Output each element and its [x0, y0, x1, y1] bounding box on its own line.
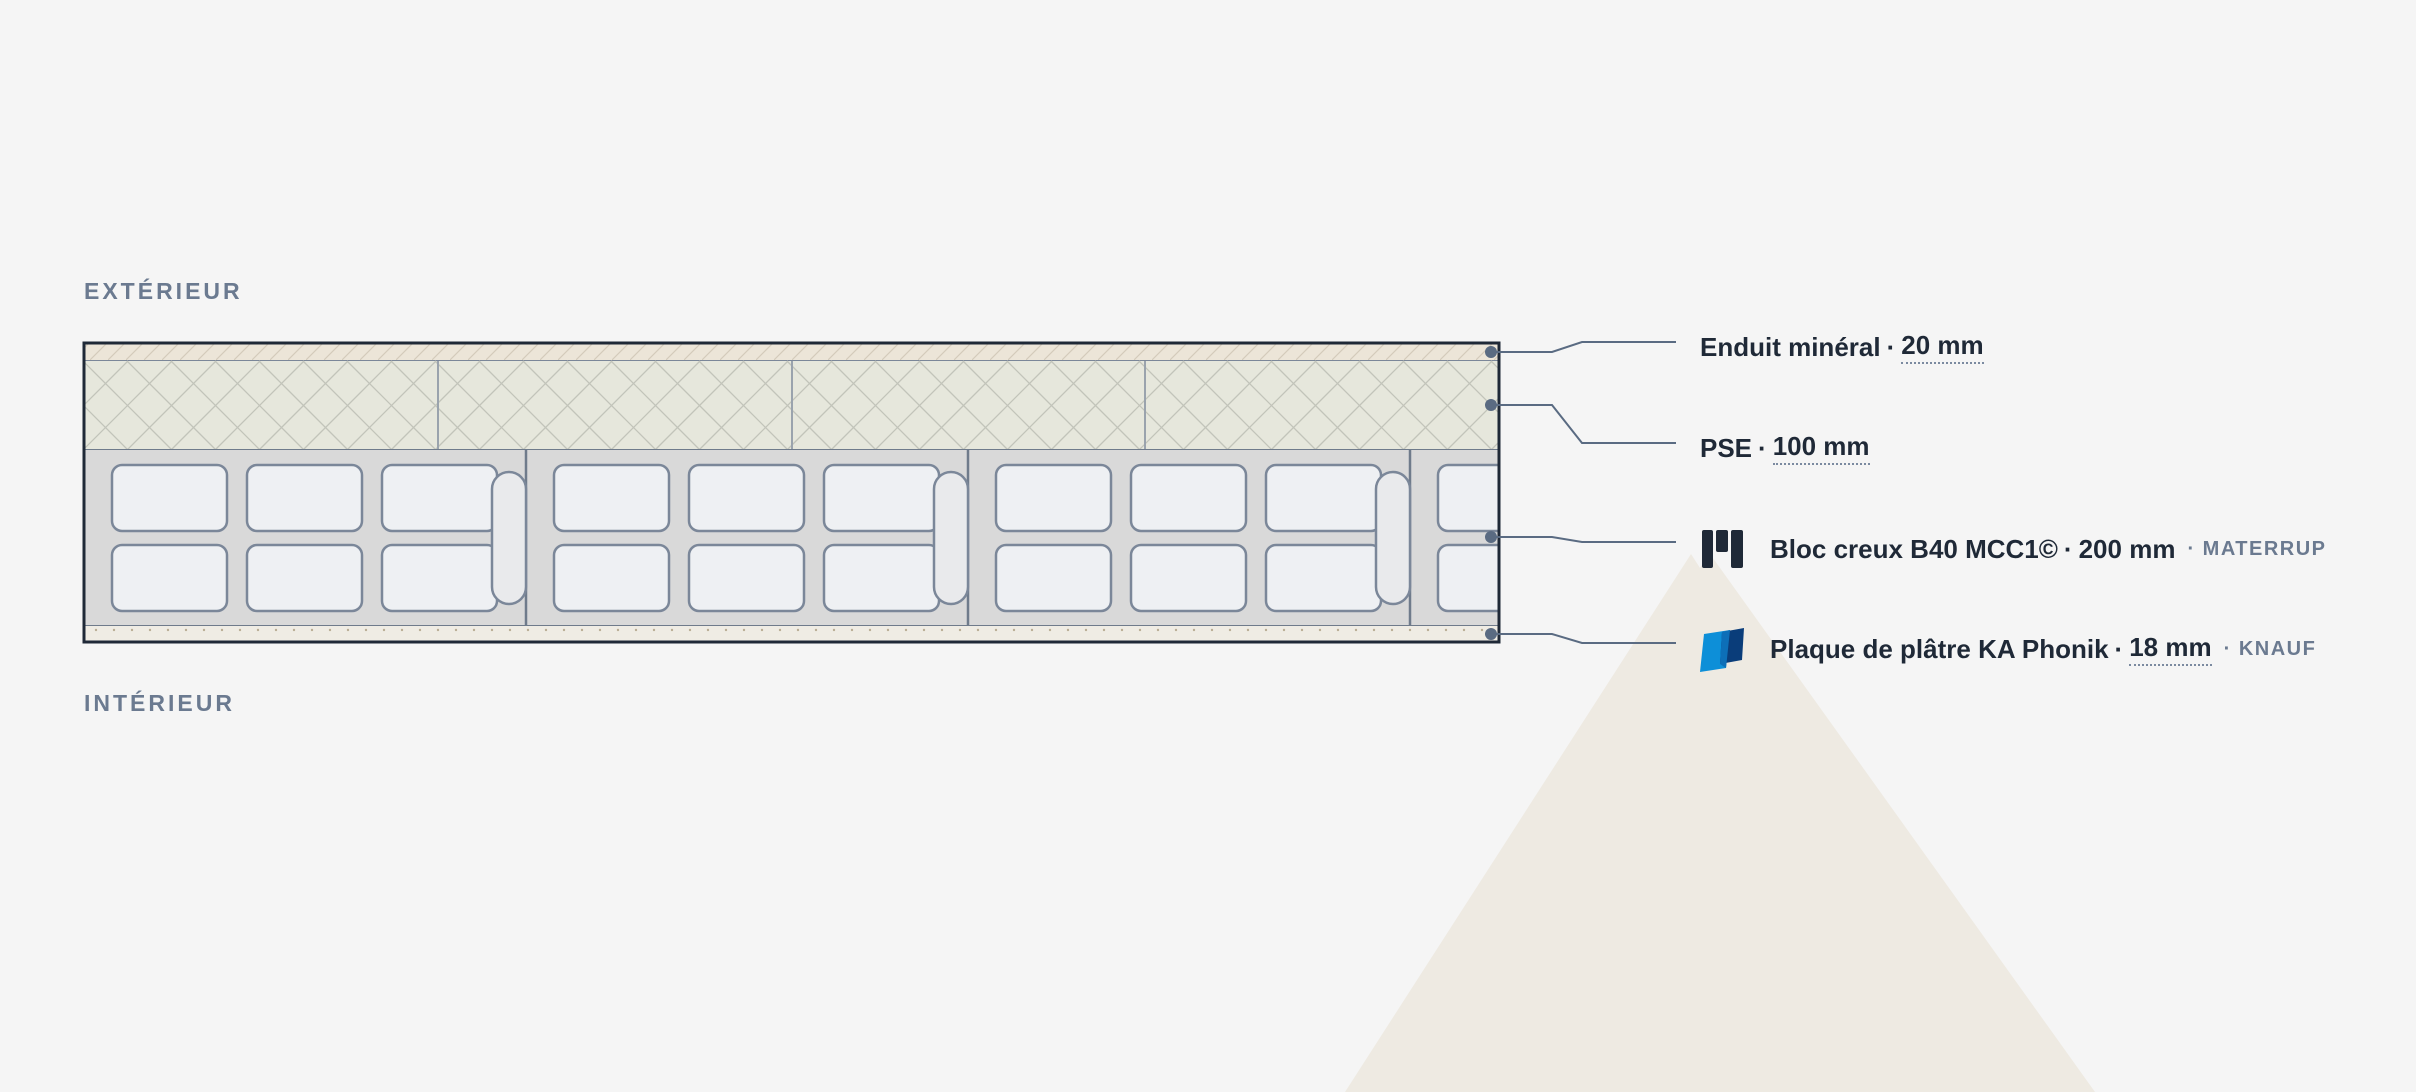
- block-cavity: [380, 463, 499, 533]
- hatch-line: [214, 360, 305, 451]
- leader-dot: [1485, 399, 1497, 411]
- block-cavity: [687, 543, 806, 613]
- leader-insulation: [1491, 404, 1676, 444]
- block-cavity: [245, 463, 364, 533]
- block-cavity: [822, 463, 941, 533]
- block-cavity: [1436, 543, 1499, 613]
- hatch-line: [1579, 361, 1668, 450]
- hatch-line: [698, 360, 789, 451]
- block-cavity: [552, 543, 671, 613]
- block-cavity: [110, 463, 229, 533]
- hatch-line: [478, 360, 569, 451]
- block-cavity: [110, 543, 229, 613]
- hatch-line: [1094, 360, 1185, 451]
- block-cavity: [1264, 463, 1383, 533]
- hatch-line: [346, 360, 437, 451]
- interior-label: INTÉRIEUR: [84, 690, 235, 716]
- hatch-line: [126, 360, 217, 451]
- hatch-line: [170, 360, 261, 451]
- hatch-line: [962, 360, 1053, 451]
- block-cavity: [994, 463, 1113, 533]
- hatch-line: [1314, 360, 1405, 451]
- insulation-crosshatch: [84, 360, 1668, 451]
- knauf-logo-icon: [1700, 626, 1746, 672]
- layer-name: PSE: [1700, 432, 1753, 463]
- block-cavity: [1129, 543, 1248, 613]
- materrup-logo-icon: [1700, 526, 1746, 572]
- joint-cavity: [932, 470, 970, 606]
- hatch-line: [390, 360, 481, 451]
- joint-cavity: [490, 470, 528, 606]
- hatch-line: [84, 449, 85, 450]
- block-cavity: [380, 543, 499, 613]
- hatch-line: [84, 360, 129, 406]
- separator: ·: [2063, 533, 2073, 564]
- hatch-line: [566, 360, 657, 451]
- layer-name: Bloc creux B40 MCC1©: [1770, 533, 2058, 564]
- layer-thickness: 100 mm: [1772, 431, 1870, 465]
- separator: ·: [1758, 432, 1767, 463]
- hatch-line: [302, 360, 393, 451]
- block-cavity: [1436, 463, 1499, 533]
- brand-label: · KNAUF: [2223, 637, 2317, 660]
- block-cavity: [1264, 543, 1383, 613]
- hatch-line: [786, 360, 877, 451]
- hatch-line: [918, 360, 1009, 451]
- block-cavity: [245, 543, 364, 613]
- hatch-line: [434, 360, 525, 451]
- hatch-line: [84, 361, 173, 451]
- layer-label-block: Bloc creux B40 MCC1© · 200 mm · MATERRUP: [1700, 526, 2327, 572]
- block-cavity: [552, 463, 671, 533]
- hatch-line: [1138, 360, 1229, 451]
- hatch-line: [1006, 360, 1097, 451]
- layer-label-plasterboard: Plaque de plâtre KA Phonik · 18 mm · KNA…: [1700, 626, 2316, 672]
- render-hatch: [84, 343, 1499, 361]
- hatch-line: [1050, 360, 1141, 451]
- hatch-line: [84, 361, 85, 362]
- layer-thickness: 200 mm: [2078, 533, 2176, 564]
- hatch-line: [1226, 360, 1317, 451]
- layer-thickness: 18 mm: [2129, 632, 2212, 666]
- hatch-line: [742, 360, 833, 451]
- hatch-line: [1182, 360, 1273, 451]
- layer-thickness: 20 mm: [1901, 330, 1984, 364]
- layer-label-render: Enduit minéral · 20 mm: [1700, 330, 1984, 364]
- hatch-line: [654, 360, 745, 451]
- layer-name: Enduit minéral: [1700, 331, 1881, 362]
- leader-dot: [1485, 628, 1497, 640]
- exterior-label: EXTÉRIEUR: [84, 278, 243, 304]
- separator: ·: [2114, 633, 2124, 664]
- wall-outline: [82, 341, 1501, 644]
- block-cavity: [687, 463, 806, 533]
- hatch-line: [84, 405, 129, 451]
- plasterboard-texture: [84, 626, 1499, 642]
- leader-block: [1491, 536, 1676, 543]
- hatch-line: [258, 360, 349, 451]
- leader-dot: [1485, 531, 1497, 543]
- block-cavity: [822, 543, 941, 613]
- block-cavity: [994, 543, 1113, 613]
- layer-name: Plaque de plâtre KA Phonik: [1770, 633, 2109, 664]
- hatch-line: [522, 360, 613, 451]
- block-cavity: [1129, 463, 1248, 533]
- block-cavity: [1708, 465, 1823, 531]
- block-cavity: [1573, 465, 1688, 531]
- hatch-line: [874, 360, 965, 451]
- brand-label: · MATERRUP: [2187, 537, 2327, 560]
- leader-plasterboard: [1491, 633, 1676, 644]
- leader-dot: [1485, 346, 1497, 358]
- hatch-line: [1358, 360, 1449, 451]
- leader-render: [1491, 341, 1676, 353]
- hatch-line: [1402, 360, 1493, 451]
- separator: ·: [1886, 331, 1896, 362]
- decor-triangle: [1345, 540, 2095, 1092]
- hatch-line: [830, 360, 921, 451]
- joint-cavity: [1374, 470, 1412, 606]
- hatch-line: [1579, 361, 1668, 450]
- layer-label-insulation: PSE · 100 mm: [1700, 431, 1870, 465]
- hatch-line: [1270, 360, 1361, 451]
- hatch-line: [610, 360, 701, 451]
